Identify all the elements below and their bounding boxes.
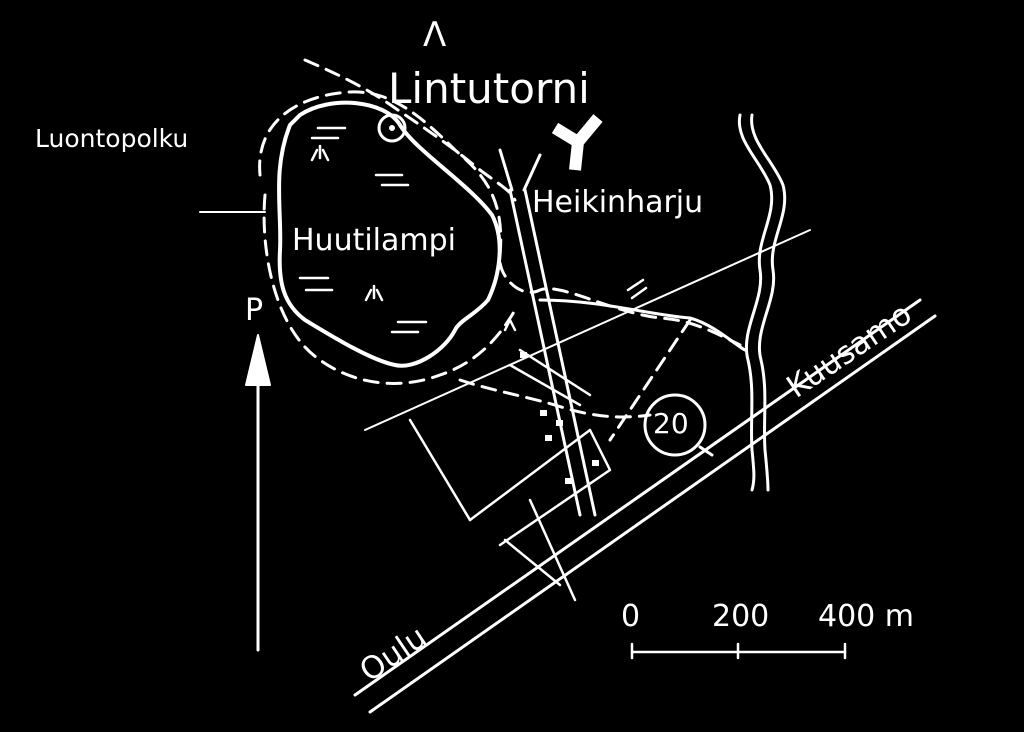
scale-tick-0: 0 bbox=[621, 599, 641, 634]
power-line bbox=[364, 229, 811, 431]
ridge-road bbox=[498, 148, 597, 517]
parking-label: P bbox=[245, 293, 264, 328]
scale-bar bbox=[630, 642, 847, 660]
village-roads bbox=[408, 348, 612, 602]
road-number-label: 20 bbox=[653, 407, 689, 440]
marsh-symbols bbox=[298, 126, 428, 334]
houses bbox=[520, 352, 599, 484]
ridge-label: Heikinharju bbox=[532, 185, 704, 220]
road-number-sign bbox=[643, 393, 714, 457]
scale-tick-400: 400 m bbox=[818, 599, 915, 634]
trail-arrow-icon bbox=[503, 278, 648, 332]
north-marker: Λ bbox=[423, 15, 447, 55]
east-path bbox=[538, 298, 747, 352]
river bbox=[737, 113, 787, 492]
parking-arrow-icon bbox=[245, 334, 271, 652]
bird-tower-icon bbox=[377, 113, 407, 143]
nature-trail bbox=[258, 90, 742, 347]
highway-20 bbox=[353, 298, 937, 714]
lake-label: Huutilampi bbox=[292, 223, 457, 258]
scale-tick-200: 200 bbox=[712, 599, 770, 634]
nature-trail-label: Luontopolku bbox=[35, 124, 189, 153]
bird-tower-label: Lintutorni bbox=[388, 64, 590, 113]
viewpoint-icon bbox=[551, 114, 603, 171]
lake-shore bbox=[277, 100, 502, 368]
